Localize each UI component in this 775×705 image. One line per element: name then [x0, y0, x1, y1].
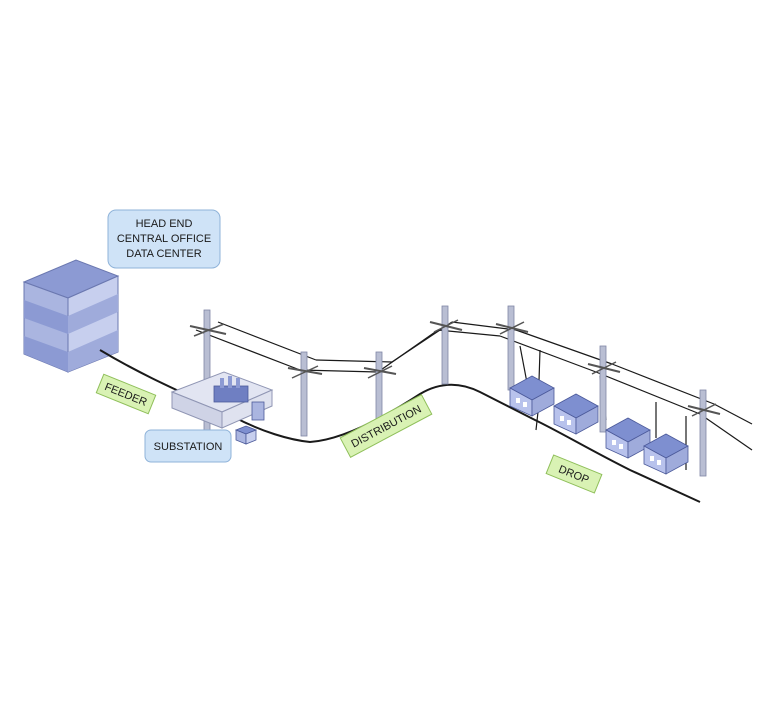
house-icon: [605, 417, 651, 459]
transformer-icon: [234, 425, 258, 445]
head-end-line-3: DATA CENTER: [126, 248, 201, 260]
house-icon: [553, 393, 599, 435]
head-end-callout: HEAD END CENTRAL OFFICE DATA CENTER: [107, 209, 221, 269]
substation-callout: SUBSTATION: [144, 429, 232, 463]
head-end-building-icon: [22, 259, 120, 373]
distribution-tag: DISTRIBUTION: [339, 394, 433, 458]
drop-tag: DROP: [545, 454, 603, 494]
utility-pole-icon: [429, 305, 463, 385]
substation-icon: [170, 371, 274, 429]
utility-pole-icon: [687, 389, 721, 477]
house-icon: [643, 433, 689, 475]
substation-label: SUBSTATION: [154, 441, 223, 453]
utility-pole-icon: [495, 305, 529, 391]
head-end-line-2: CENTRAL OFFICE: [117, 233, 211, 245]
head-end-line-1: HEAD END: [136, 218, 193, 230]
utility-pole-icon: [587, 345, 621, 433]
house-icon: [509, 375, 555, 417]
feeder-tag: FEEDER: [95, 373, 157, 415]
utility-pole-icon: [287, 351, 323, 437]
